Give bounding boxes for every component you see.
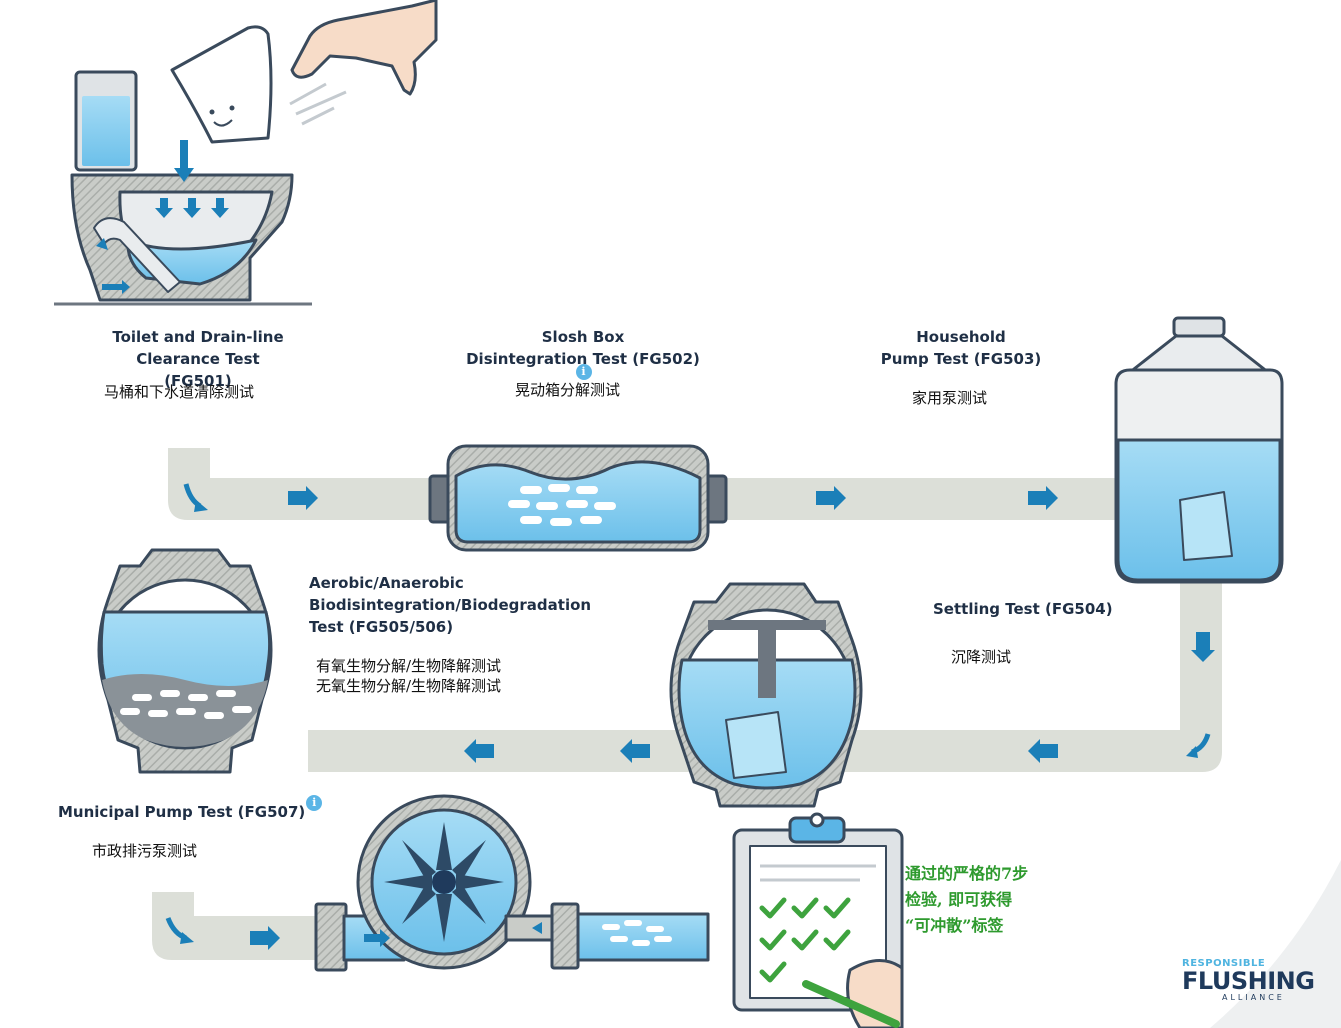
bio-zh-line2: 无氧生物分解/生物降解测试: [316, 677, 502, 695]
pump-flow-arrows: [364, 922, 542, 947]
slosh-title-line1: Slosh Box: [541, 328, 625, 346]
arrow-right-icon: [816, 486, 846, 510]
bio-test-zh: 有氧生物分解/生物降解测试 无氧生物分解/生物降解测试: [316, 656, 501, 696]
check-icon: [759, 897, 787, 919]
arrow-left-icon: [1028, 739, 1058, 763]
toilet-flow-arrows: [96, 140, 229, 294]
bio-digester: [97, 548, 273, 774]
toilet-title-line2: Clearance Test (FG501): [136, 350, 260, 390]
pipe-bottom: [152, 892, 330, 960]
responsible-flushing-alliance-logo: RESPONSIBLE FLUSHING ALLIANCE: [1182, 958, 1332, 1003]
brand-main: FLUSHING: [1182, 967, 1315, 995]
toilet-test-title: Toilet and Drain-line Clearance Test (FG…: [104, 326, 292, 392]
arrow-right-icon: [250, 926, 280, 950]
check-icon: [759, 929, 787, 951]
toilet-test-zh: 马桶和下水道清除测试: [104, 383, 255, 401]
municipal-title-text: Municipal Pump Test (FG507): [58, 803, 306, 821]
pump-impeller: [384, 822, 504, 942]
slosh-test-title: Slosh Box Disintegration Test (FG502)i: [458, 326, 708, 392]
municipal-pump-title: Municipal Pump Test (FG507)i: [58, 795, 323, 823]
bio-title-line3: Test (FG505/506): [309, 618, 454, 636]
slosh-box: [428, 444, 728, 552]
info-icon[interactable]: i: [306, 795, 323, 811]
settling-test-title: Settling Test (FG504): [933, 600, 1113, 618]
result-text: 通过的严格的7步 检验, 即可获得 “可冲散”标签: [905, 861, 1028, 939]
slosh-test-zh: 晃动箱分解测试: [515, 381, 621, 399]
check-icon: [791, 897, 819, 919]
arrow-down-icon: [1191, 632, 1215, 662]
checkmarks: [759, 897, 851, 983]
hand-illustration: [289, 0, 438, 126]
toilet-illustration: [54, 70, 312, 306]
arrow-left-icon: [620, 739, 650, 763]
pump-outlet-particles: [602, 920, 672, 946]
check-icon: [759, 961, 787, 983]
hand-with-pen: [802, 959, 904, 1028]
slosh-title-line2: Disintegration Test (FG502): [466, 350, 700, 368]
household-pump-zh: 家用泵测试: [912, 389, 988, 407]
household-title-line1: Household: [916, 328, 1006, 346]
result-line1: 通过的严格的7步: [905, 864, 1029, 883]
check-icon: [823, 897, 851, 919]
municipal-pump-zh: 市政排污泵测试: [92, 842, 198, 860]
info-icon[interactable]: i: [575, 364, 592, 380]
toilet-title-line1: Toilet and Drain-line: [112, 328, 284, 346]
arrow-left-icon: [464, 739, 494, 763]
brand-bottom: ALLIANCE: [1222, 993, 1285, 1002]
brand-top: RESPONSIBLE: [1182, 958, 1266, 969]
flow-arrows: [165, 483, 1215, 950]
result-line2: 检验, 即可获得: [905, 890, 1013, 909]
bio-particles: [120, 690, 252, 719]
tissue-character: [170, 25, 273, 144]
settling-tank: [669, 582, 863, 808]
settling-test-zh: 沉降测试: [951, 648, 1012, 666]
household-pump-title: Household Pump Test (FG503): [880, 326, 1042, 370]
bio-title-line1: Aerobic/Anaerobic: [309, 574, 464, 592]
check-icon: [823, 929, 851, 951]
page-curl: [1210, 860, 1341, 1028]
household-tank: [1114, 316, 1284, 584]
slosh-particles: [508, 484, 616, 526]
arrow-right-icon: [1028, 486, 1058, 510]
household-title-line2: Pump Test (FG503): [880, 350, 1042, 368]
arrow-right-icon: [288, 486, 318, 510]
bio-title-line2: Biodisintegration/Biodegradation: [309, 596, 592, 614]
result-line3: “可冲散”标签: [905, 916, 1004, 935]
bio-zh-line1: 有氧生物分解/生物降解测试: [316, 657, 502, 675]
check-icon: [791, 929, 819, 951]
bio-test-title: Aerobic/Anaerobic Biodisintegration/Biod…: [309, 572, 591, 638]
